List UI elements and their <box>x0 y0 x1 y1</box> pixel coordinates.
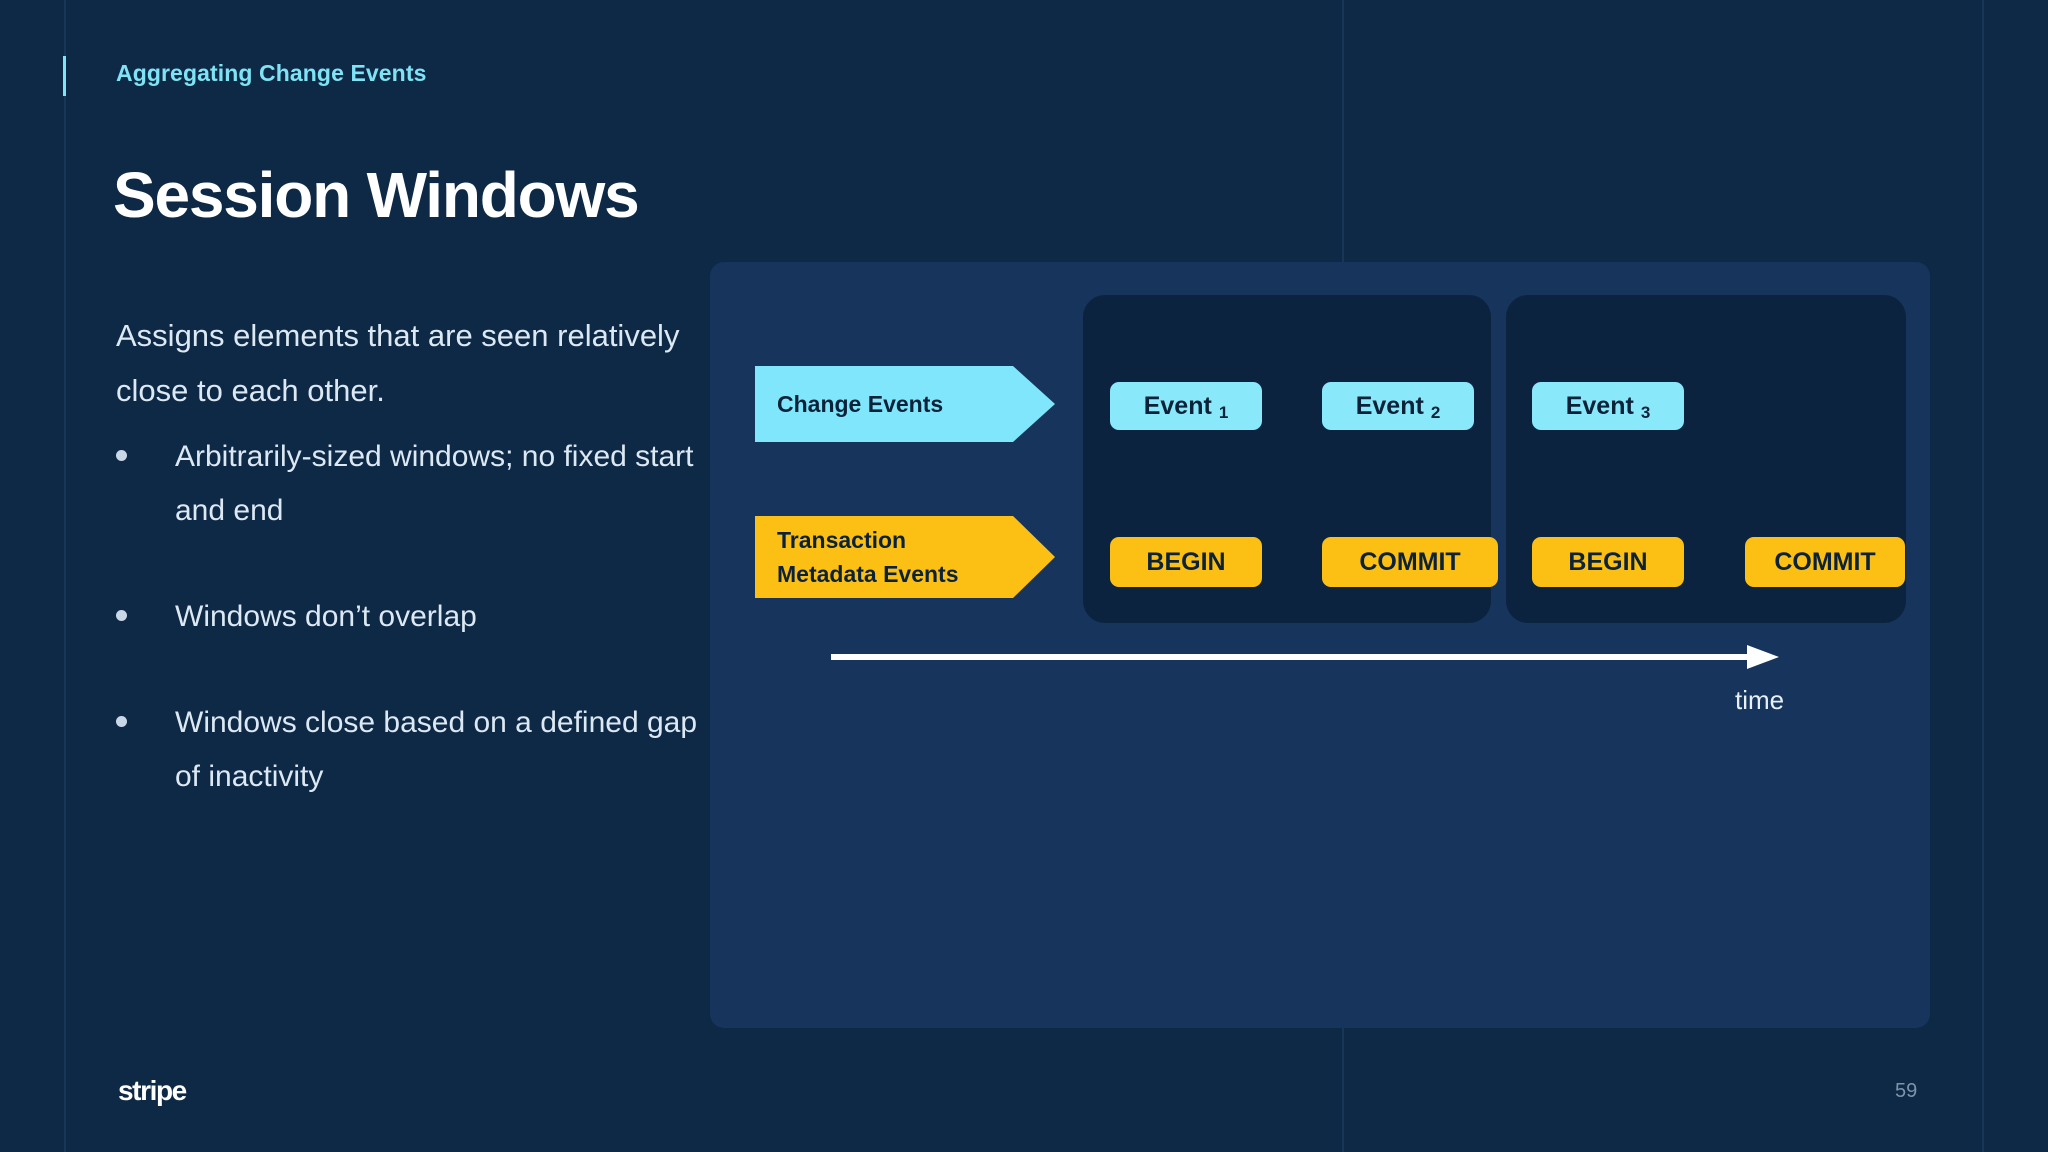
event-pill-subscript: 2 <box>1430 403 1441 422</box>
event-pill-subscript: 1 <box>1218 403 1229 422</box>
lane-label-change-events: Change Events <box>755 366 1055 442</box>
list-item: Arbitrarily-sized windows; no fixed star… <box>116 430 716 538</box>
page-number: 59 <box>1895 1080 1918 1102</box>
event-pill-3: Event 3 <box>1532 382 1684 430</box>
metadata-pill-commit-1: COMMIT <box>1322 537 1498 587</box>
time-axis-line <box>831 654 1749 660</box>
lane-label-line-2: Metadata Events <box>777 561 959 587</box>
guide-line-left <box>64 0 66 1152</box>
bullet-dot-icon <box>116 716 127 727</box>
accent-bar <box>63 56 66 96</box>
guide-line-right <box>1982 0 1984 1152</box>
time-axis-label: time <box>1735 685 1785 715</box>
metadata-pill-begin-1: BEGIN <box>1110 537 1262 587</box>
stripe-logo: stripe <box>118 1075 187 1106</box>
metadata-pill-commit-2: COMMIT <box>1745 537 1905 587</box>
lane-label-transaction-metadata-events: Transaction Metadata Events <box>755 516 1055 598</box>
list-item-label: Arbitrarily-sized windows; no fixed star… <box>175 440 694 527</box>
bullet-dot-icon <box>116 450 127 461</box>
time-axis-arrow-icon <box>831 645 1779 669</box>
event-pill-label: Event <box>1565 391 1634 420</box>
bullet-list: Arbitrarily-sized windows; no fixed star… <box>116 430 716 856</box>
event-pill-label: Event <box>1143 391 1212 420</box>
lede-paragraph: Assigns elements that are seen relativel… <box>116 318 680 408</box>
bullet-dot-icon <box>116 610 127 621</box>
list-item-label: Windows close based on a defined gap of … <box>175 706 698 793</box>
eyebrow-label: Aggregating Change Events <box>116 60 427 86</box>
event-pill-2: Event 2 <box>1322 382 1474 430</box>
list-item: Windows don’t overlap <box>116 590 716 644</box>
arrow-head-icon <box>1747 645 1779 669</box>
event-pill-1: Event 1 <box>1110 382 1262 430</box>
page-title: Session Windows <box>113 158 640 231</box>
event-pill-label: Event <box>1355 391 1424 420</box>
lane-label-text: Transaction Metadata Events <box>777 523 959 591</box>
lane-label-text: Change Events <box>777 391 944 417</box>
metadata-pill-begin-2: BEGIN <box>1532 537 1684 587</box>
list-item-label: Windows don’t overlap <box>175 600 477 633</box>
list-item: Windows close based on a defined gap of … <box>116 696 716 804</box>
lane-label-line-1: Transaction <box>777 527 907 553</box>
event-pill-subscript: 3 <box>1640 403 1651 422</box>
